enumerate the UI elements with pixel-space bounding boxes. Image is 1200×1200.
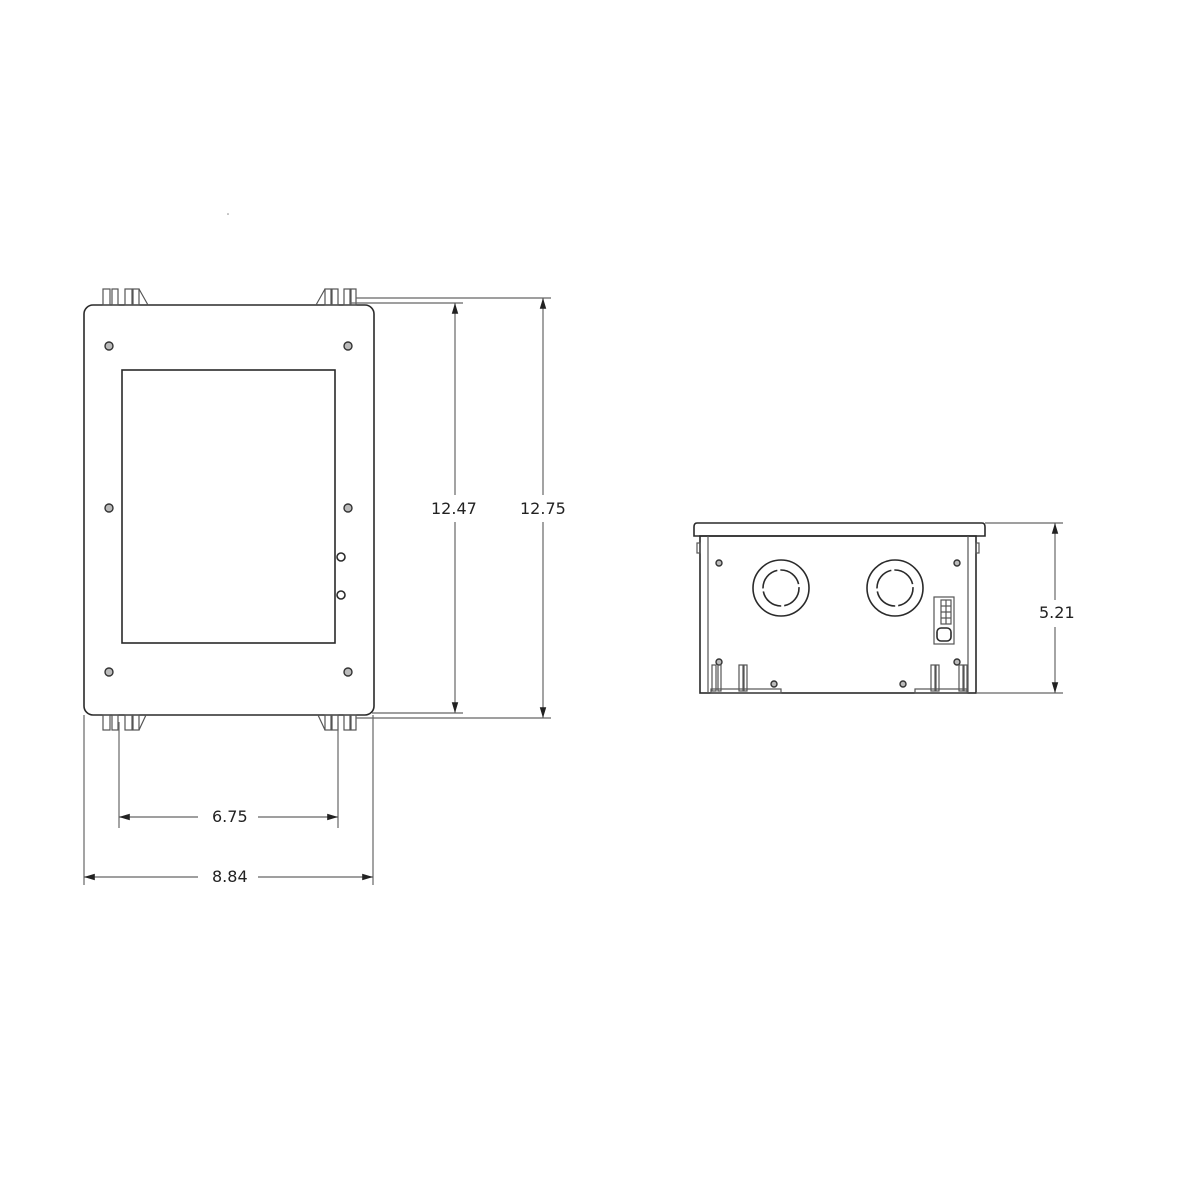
- front-dimensions: [83, 297, 551, 885]
- side-lid: [693, 522, 986, 537]
- side-body: [699, 535, 977, 694]
- knockout-right: [866, 559, 924, 617]
- front-panel: [83, 304, 375, 716]
- dim-label-depth: 5.21: [1035, 603, 1079, 623]
- dim-label-height-inner: 12.47: [427, 499, 481, 519]
- indicator-ring-icon: [336, 590, 346, 600]
- screw-icon: [953, 559, 961, 567]
- screw-icon: [104, 503, 114, 513]
- dim-label-height-overall: 12.75: [516, 499, 570, 519]
- screw-icon: [343, 667, 353, 677]
- side-bracket-left: [710, 664, 782, 694]
- indicator-ring-icon: [336, 552, 346, 562]
- screw-icon: [715, 559, 723, 567]
- screw-icon: [343, 341, 353, 351]
- bottom-right-mount-tab: [317, 714, 357, 731]
- screw-icon: [104, 667, 114, 677]
- screw-icon: [899, 680, 907, 688]
- screw-icon: [104, 341, 114, 351]
- connector-block-icon: [933, 596, 955, 645]
- dim-label-width-overall: 8.84: [208, 867, 252, 887]
- top-left-mount-tab: [102, 288, 149, 306]
- bottom-left-mount-tab: [102, 714, 147, 731]
- top-right-mount-tab: [315, 288, 357, 306]
- side-view: [693, 522, 986, 694]
- front-screws: [104, 341, 353, 677]
- front-window: [121, 369, 336, 644]
- screw-icon: [953, 658, 961, 666]
- screw-icon: [715, 658, 723, 666]
- screw-icon: [770, 680, 778, 688]
- knockout-left: [752, 559, 810, 617]
- side-bracket-right: [914, 664, 968, 694]
- dim-label-width-mount: 6.75: [208, 807, 252, 827]
- front-view: [83, 288, 375, 731]
- screw-icon: [343, 503, 353, 513]
- side-dimensions: [976, 522, 1063, 694]
